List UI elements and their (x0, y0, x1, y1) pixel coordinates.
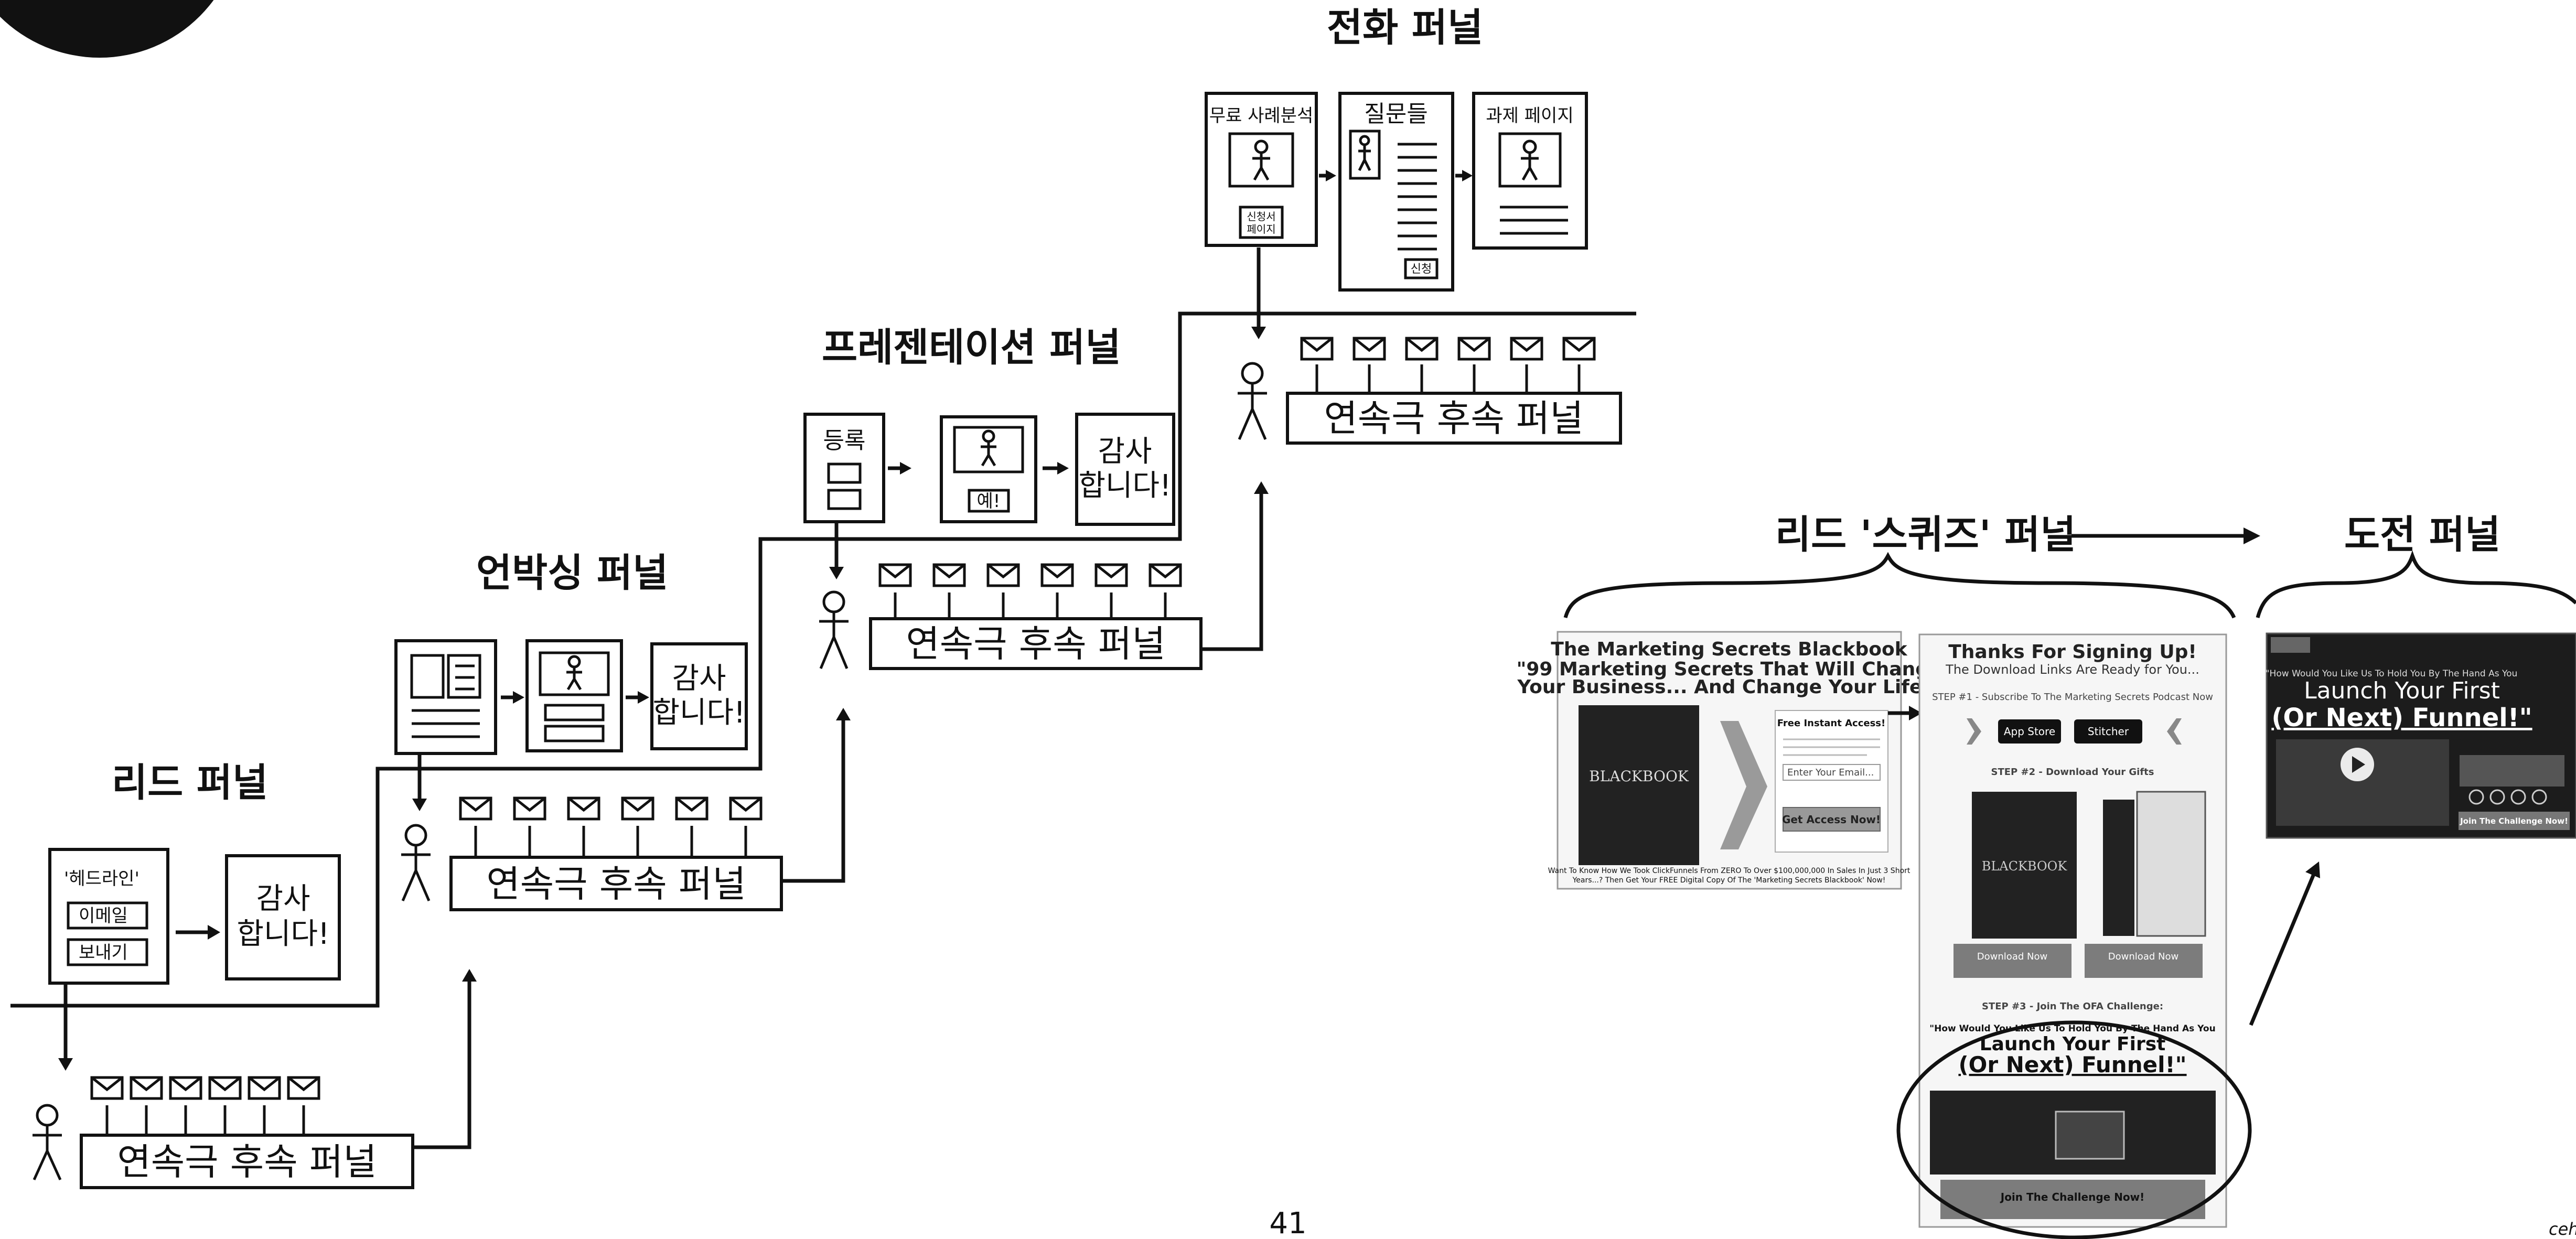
lead-sequence-label: 연속극 후속 퍼널 (117, 1140, 377, 1183)
phone-apply-button: 신청 (1411, 263, 1432, 276)
phone-questions-label: 질문들 (1364, 101, 1427, 127)
optin-footer-1: Want To Know How We Took ClickFunnels Fr… (1548, 867, 1910, 875)
thankyou-step1: STEP #1 - Subscribe To The Marketing Sec… (1932, 692, 2213, 703)
lead-thanks-page: 감사 합니다! (227, 856, 339, 979)
unboxing-arrowhead-2 (638, 691, 649, 704)
squeeze-to-challenge-arrowhead (2244, 527, 2260, 544)
lead-down-arrowhead (58, 1058, 73, 1071)
presentation-arrowhead-1 (900, 462, 911, 475)
thankyou-page-screenshot: Thanks For Signing Up! The Download Link… (1919, 634, 2226, 1227)
challenge-funnel-title: 도전 퍼널 (2344, 512, 2500, 557)
phone-down-arrowhead (1251, 327, 1266, 339)
phone-sequence-label: 연속극 후속 퍼널 (1324, 397, 1583, 440)
unboxing-stick-figure (401, 825, 431, 901)
unboxing-up-arrow (781, 717, 843, 881)
phone-questions-page: 질문들 신청 (1340, 93, 1453, 290)
unboxing-funnel-title: 언박싱 퍼널 (476, 551, 668, 596)
lead-up-arrowhead (462, 969, 477, 982)
challenge-launch-1: Launch Your First (2304, 677, 2500, 704)
squeeze-brace (1565, 556, 2234, 618)
corner-circle (0, 0, 241, 58)
corner-mark: ceho (2549, 1219, 2576, 1239)
page-number: 41 (1269, 1206, 1306, 1239)
thankyou-launch-2: (Or Next) Funnel!" (1958, 1052, 2186, 1078)
lead-up-arrow (413, 978, 469, 1147)
lead-funnel-title: 리드 퍼널 (112, 760, 268, 805)
squeeze-funnel-title: 리드 '스퀴즈' 퍼널 (1775, 512, 2076, 557)
presentation-webinar-page: 예! (941, 417, 1036, 522)
phone-case-study-page: 무료 사례분석 신청서 페이지 (1206, 93, 1316, 245)
unboxing-thanks-line1: 감사 (672, 662, 726, 696)
optin-page-screenshot: The Marketing Secrets Blackbook "99 Mark… (1517, 632, 1942, 889)
unboxing-up-arrowhead (836, 708, 851, 720)
thankyou-join-button: Join The Challenge Now! (2000, 1191, 2145, 1203)
thankyou-book-word: BLACKBOOK (1982, 859, 2068, 874)
lead-thanks-line2: 합니다! (237, 917, 329, 951)
presentation-thanks-line1: 감사 (1098, 435, 1152, 469)
phone-apply-line2: 페이지 (1247, 223, 1275, 235)
optin-subtitle-2: Your Business... And Change Your Life!" (1517, 676, 1940, 698)
thankyou-download-2: Download Now (2108, 951, 2178, 962)
presentation-arrowhead-2 (1057, 462, 1069, 475)
phone-sequence-emails (1302, 338, 1594, 393)
phone-stick-figure (1238, 363, 1267, 439)
lead-thanks-line1: 감사 (256, 882, 310, 916)
presentation-thanks-page: 감사 합니다! (1077, 414, 1174, 524)
presentation-down-arrowhead (829, 567, 844, 579)
presentation-yes-button: 예! (977, 491, 1001, 512)
thankyou-to-challenge-arrow (2251, 870, 2315, 1025)
phone-case-study-label: 무료 사례분석 (1209, 105, 1314, 126)
thankyou-app-store: App Store (2004, 725, 2055, 738)
phone-arrowhead-1 (1326, 170, 1336, 181)
lead-squeeze-page: '헤드라인' 이메일 보내기 (50, 849, 168, 983)
unboxing-down-arrowhead (412, 799, 427, 811)
phone-arrowhead-2 (1462, 170, 1473, 181)
phone-homework-label: 과제 페이지 (1486, 105, 1573, 126)
presentation-register-label: 등록 (823, 427, 866, 454)
presentation-up-arrow (1201, 490, 1261, 649)
unboxing-video-page (527, 641, 621, 751)
optin-title: The Marketing Secrets Blackbook (1551, 639, 1907, 660)
thankyou-step3: STEP #3 - Join The OFA Challenge: (1982, 1001, 2163, 1012)
presentation-register-page: 등록 (805, 414, 884, 522)
presentation-sequence-label: 연속극 후속 퍼널 (906, 622, 1165, 665)
optin-footer-2: Years...? Then Get Your FREE Digital Cop… (1572, 876, 1886, 885)
thankyou-download-1: Download Now (1977, 951, 2047, 962)
presentation-funnel-title: 프레젠테이션 퍼널 (822, 325, 1121, 370)
challenge-join-button: Join The Challenge Now! (2460, 816, 2568, 826)
phone-funnel-title: 전화 퍼널 (1327, 5, 1483, 50)
unboxing-sales-page (396, 641, 496, 753)
optin-book-word: BLACKBOOK (1589, 768, 1689, 785)
thankyou-title: Thanks For Signing Up! (1948, 641, 2197, 663)
thankyou-step2: STEP #2 - Download Your Gifts (1991, 767, 2154, 778)
optin-cta-button: Get Access Now! (1782, 813, 1881, 826)
optin-form-title: Free Instant Access! (1777, 718, 1885, 729)
presentation-thanks-line2: 합니다! (1078, 469, 1171, 503)
lead-sequence-emails (92, 1078, 319, 1135)
lead-email-field: 이메일 (79, 906, 128, 926)
lead-send-button: 보내기 (79, 942, 128, 963)
unboxing-arrowhead-1 (513, 691, 524, 704)
unboxing-sequence-label: 연속극 후속 퍼널 (486, 863, 746, 906)
presentation-stick-figure (819, 592, 849, 669)
unboxing-thanks-line2: 합니다! (652, 696, 745, 730)
lead-headline: '헤드라인' (64, 868, 139, 889)
unboxing-thanks-page: 감사 합니다! (652, 644, 746, 749)
phone-homework-page: 과제 페이지 (1474, 93, 1586, 248)
lead-arrowhead (208, 925, 220, 940)
challenge-page-screenshot: "How Would You Like Us To Hold You By Th… (2266, 633, 2576, 838)
presentation-up-arrowhead (1254, 481, 1269, 494)
thankyou-stitcher: Stitcher (2088, 725, 2129, 738)
lead-stick-figure (33, 1105, 62, 1180)
challenge-brace (2258, 556, 2576, 618)
unboxing-sequence-emails (460, 798, 761, 857)
thankyou-launch-question: "How Would You Like Us To Hold You By Th… (1929, 1023, 2215, 1034)
optin-email-placeholder: Enter Your Email... (1787, 767, 1874, 778)
presentation-sequence-emails (880, 565, 1180, 619)
phone-apply-line1: 신청서 (1247, 210, 1275, 223)
thankyou-subtitle: The Download Links Are Ready for You... (1945, 662, 2199, 677)
challenge-launch-2: (Or Next) Funnel!" (2271, 703, 2532, 732)
